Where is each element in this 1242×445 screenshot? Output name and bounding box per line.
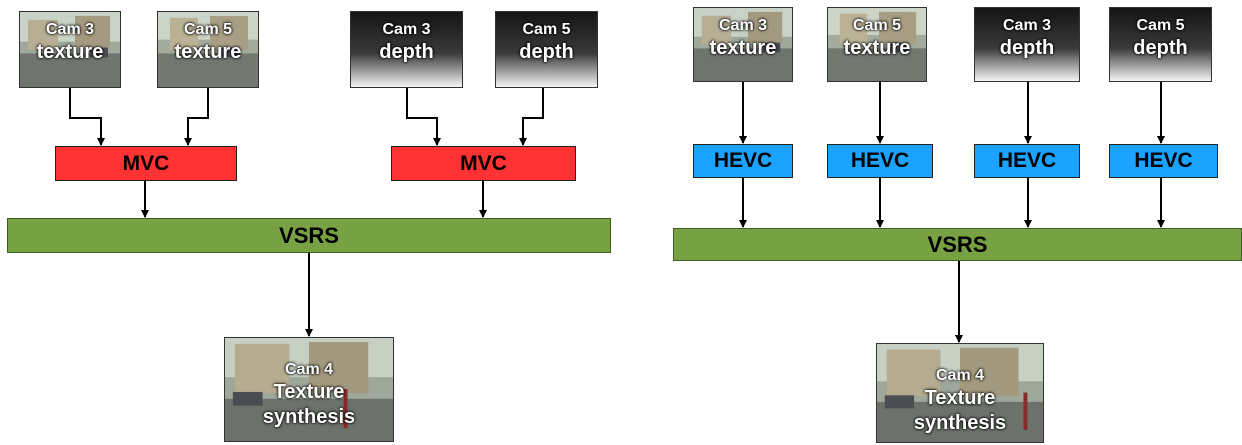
right-input-cam5-texture: Cam 5 texture xyxy=(827,7,927,82)
input-type-label: texture xyxy=(174,41,242,63)
input-camera-label: Cam 5 xyxy=(1136,17,1185,34)
output-synthesis-label: synthesis xyxy=(913,412,1007,434)
left-input-cam5-depth: Cam 5 depth xyxy=(495,11,598,88)
input-camera-label: Cam 3 xyxy=(45,21,95,38)
left-mvc-encoder-textures: MVC xyxy=(55,146,237,181)
input-camera-label: Cam 5 xyxy=(852,17,902,34)
input-type-label: depth xyxy=(1133,37,1188,59)
depth-map-image xyxy=(496,12,597,87)
output-texture-label: Texture xyxy=(273,381,345,403)
arrow-left-cam5-texture-to-mvc xyxy=(184,88,209,146)
right-input-cam3-texture: Cam 3 texture xyxy=(693,7,793,82)
street-scene-image xyxy=(828,8,926,81)
input-camera-label: Cam 5 xyxy=(183,21,233,38)
input-type-label: depth xyxy=(999,37,1055,59)
input-camera-label: Cam 3 xyxy=(718,17,768,34)
right-vsrs-renderer: VSRS xyxy=(673,228,1242,261)
arrow-left-cam5-depth-to-mvc xyxy=(519,88,544,146)
input-camera-label: Cam 3 xyxy=(1002,17,1052,34)
input-type-label: depth xyxy=(519,41,574,63)
right-output-cam4-synthesis: Cam 4 Texture synthesis xyxy=(876,343,1044,443)
arrow-left-cam3-texture-to-mvc xyxy=(69,88,105,146)
depth-map-image xyxy=(351,12,462,87)
street-scene-image xyxy=(877,344,1043,442)
right-hevc-encoder-cam5-texture: HEVC xyxy=(827,144,933,178)
right-hevc-encoder-cam5-depth: HEVC xyxy=(1109,144,1218,178)
arrow-left-cam3-depth-to-mvc xyxy=(406,88,441,146)
right-hevc-encoder-cam3-depth: HEVC xyxy=(974,144,1080,178)
input-type-label: texture xyxy=(843,37,911,59)
input-camera-label: Cam 3 xyxy=(382,21,431,38)
street-scene-image xyxy=(694,8,792,81)
right-input-cam3-depth: Cam 3 depth xyxy=(974,7,1080,82)
left-output-cam4-synthesis: Cam 4 Texture synthesis xyxy=(224,337,394,442)
input-type-label: texture xyxy=(709,37,777,59)
street-scene-image xyxy=(225,338,393,441)
left-input-cam5-texture: Cam 5 texture xyxy=(157,11,259,88)
input-type-label: depth xyxy=(379,41,434,63)
left-input-cam3-depth: Cam 3 depth xyxy=(350,11,463,88)
street-scene-image xyxy=(20,12,120,87)
left-vsrs-renderer: VSRS xyxy=(7,218,611,253)
output-camera-label: Cam 4 xyxy=(284,361,334,378)
right-input-cam5-depth: Cam 5 depth xyxy=(1109,7,1212,82)
depth-map-image xyxy=(975,8,1079,81)
output-camera-label: Cam 4 xyxy=(935,367,985,384)
left-input-cam3-texture: Cam 3 texture xyxy=(19,11,121,88)
depth-map-image xyxy=(1110,8,1211,81)
output-synthesis-label: synthesis xyxy=(262,406,356,428)
output-texture-label: Texture xyxy=(924,387,996,409)
input-type-label: texture xyxy=(36,41,104,63)
input-camera-label: Cam 5 xyxy=(522,21,571,38)
right-hevc-encoder-cam3-texture: HEVC xyxy=(693,144,793,178)
left-mvc-encoder-depths: MVC xyxy=(391,146,576,181)
street-scene-image xyxy=(158,12,258,87)
